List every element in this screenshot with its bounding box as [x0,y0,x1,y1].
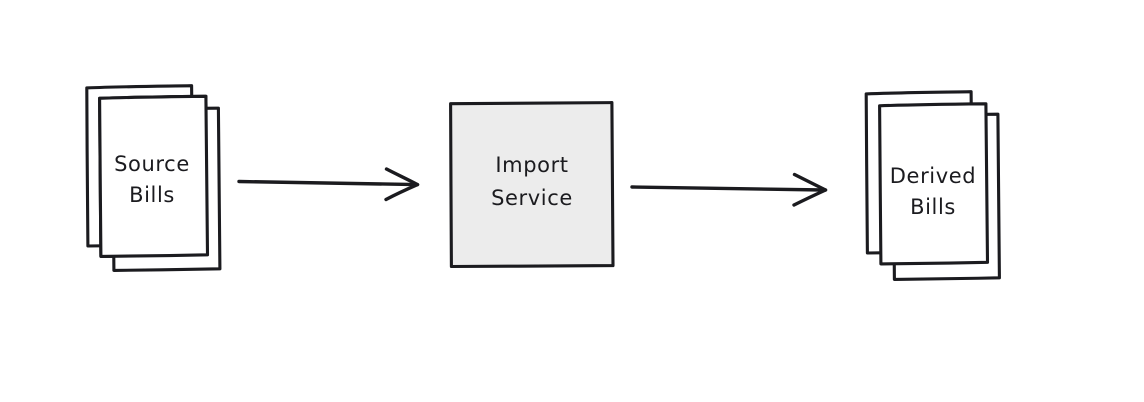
source-bills-sheet-middle-overlay [98,94,210,258]
node-source-bills[interactable]: Source Bills [85,84,222,272]
derived-bills-sheet-middle [878,102,990,266]
derived-bills-label-line2: Bills [910,195,956,219]
source-bills-label-line2: Bills [129,183,175,207]
edge-import-to-derived-head-lower [792,188,828,207]
edge-import-to-derived-head-upper [792,172,828,192]
node-derived-bills[interactable]: Derived Bills [864,90,1001,281]
import-service-border [449,101,615,269]
import-service-label-line1: Import [495,153,568,177]
node-import-service[interactable]: Import Service [449,101,615,269]
derived-bills-label-line1: Derived [890,164,976,188]
edge-source-to-import-shaft [237,179,418,187]
source-bills-label-line1: Source [114,152,190,176]
import-service-label-line2: Service [491,186,573,210]
edge-source-to-import-head-upper [384,167,420,187]
edge-import-to-derived[interactable] [630,172,828,207]
edge-source-to-import[interactable] [237,167,420,202]
edge-source-to-import-head-lower [384,182,420,202]
import-service-fill [450,102,613,267]
edge-import-to-derived-shaft [630,185,826,192]
